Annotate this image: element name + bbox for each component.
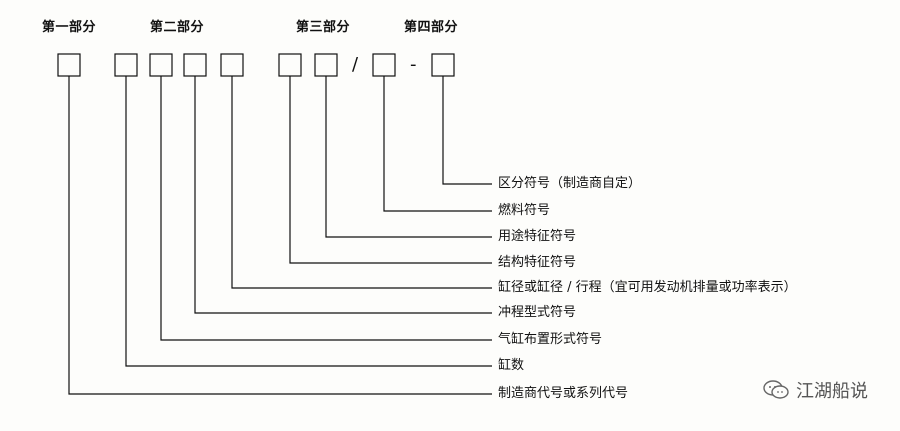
- leader-line-6: [194, 76, 492, 314]
- part-3-title: 第三部分: [296, 20, 351, 35]
- code-box-9: [431, 53, 455, 77]
- slash-separator: /: [352, 54, 359, 75]
- label-manufacturer-code: 制造商代号或系列代号: [498, 386, 629, 401]
- watermark: 江湖船说: [762, 377, 868, 403]
- code-box-6: [278, 53, 302, 77]
- watermark-text: 江湖船说: [796, 381, 868, 402]
- leader-line-5: [231, 76, 492, 289]
- leader-line-4: [289, 76, 492, 264]
- leader-line-7: [160, 76, 492, 341]
- label-distinguishing-symbol: 区分符号（制造商自定）: [498, 176, 642, 191]
- dash-separator: -: [410, 54, 417, 75]
- label-fuel-symbol: 燃料符号: [498, 203, 551, 218]
- label-stroke-type-symbol: 冲程型式符号: [498, 305, 577, 320]
- code-box-2: [114, 53, 138, 77]
- leader-line-3: [325, 76, 492, 238]
- leader-line-9: [68, 76, 492, 395]
- code-box-5: [220, 53, 244, 77]
- label-bore-stroke: 缸径或缸径 / 行程（宜可用发动机排量或功率表示）: [498, 280, 797, 295]
- part-4-title: 第四部分: [404, 20, 459, 35]
- code-box-1: [57, 53, 81, 77]
- leader-line-1: [442, 76, 492, 185]
- code-box-3: [149, 53, 173, 77]
- label-structure-feature-symbol: 结构特征符号: [498, 255, 577, 270]
- label-cylinder-arrangement-symbol: 气缸布置形式符号: [498, 332, 603, 347]
- wechat-icon: [763, 380, 789, 399]
- code-box-7: [314, 53, 338, 77]
- leader-line-8: [125, 76, 492, 367]
- code-box-4: [183, 53, 207, 77]
- part-1-title: 第一部分: [42, 20, 97, 35]
- label-cylinder-count: 缸数: [498, 358, 525, 373]
- code-box-8: [372, 53, 396, 77]
- label-use-feature-symbol: 用途特征符号: [498, 229, 577, 244]
- leader-line-2: [383, 76, 492, 212]
- part-2-title: 第二部分: [150, 20, 205, 35]
